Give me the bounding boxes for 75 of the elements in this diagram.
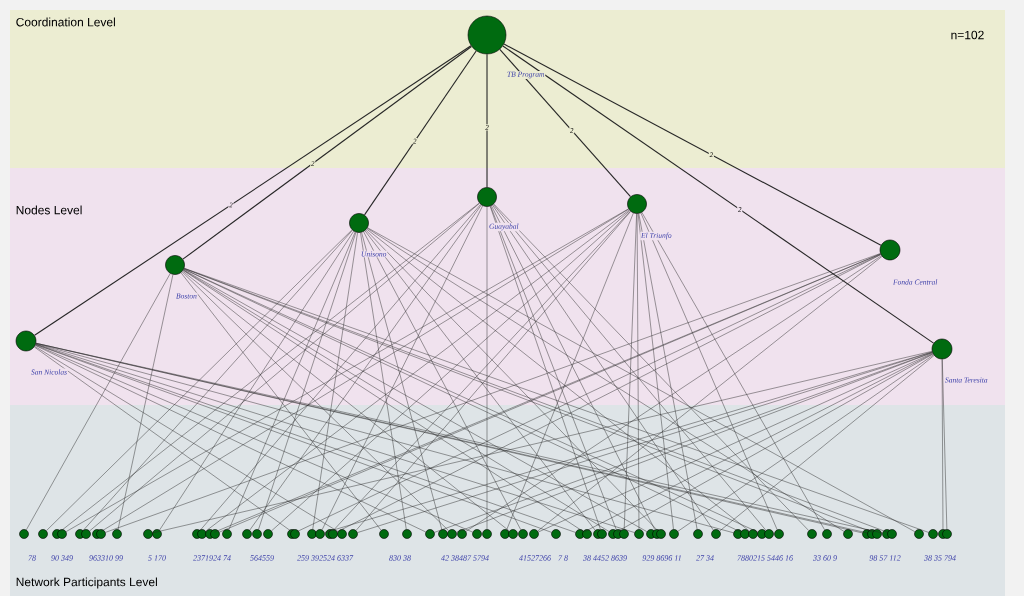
connector-line (492, 204, 714, 531)
circle-node (349, 213, 369, 233)
connector-line (640, 212, 778, 530)
count-label: n=102 (951, 30, 984, 40)
circle-node (467, 15, 507, 55)
connector-line (499, 48, 632, 198)
connector-line (180, 272, 382, 531)
participant-numbers: 7 8 (558, 555, 568, 561)
participant-numbers: 5 170 (148, 555, 166, 561)
participant-numbers: 98 57 112 (869, 555, 901, 561)
connector-line (641, 212, 825, 531)
circle-node (165, 255, 185, 275)
participant-numbers: 963310 99 (89, 555, 123, 561)
circle-node (931, 338, 953, 360)
participant-numbers: 7880215 5446 16 (737, 555, 793, 561)
connector-line (366, 228, 750, 532)
connector-line (491, 205, 656, 530)
level-label: Network Participants Level (16, 577, 157, 589)
connector-line (199, 204, 481, 531)
connector-line (364, 230, 596, 531)
connector-line (486, 53, 488, 188)
connector-line (117, 274, 174, 530)
connector-line (34, 346, 339, 532)
connector-line (152, 351, 933, 534)
participant-numbers: 90 349 (51, 555, 73, 561)
participant-numbers: 38 35 794 (924, 555, 956, 561)
participant-numbers: 929 8696 11 (642, 555, 681, 561)
participant-numbers: 564559 (250, 555, 274, 561)
connector-line (942, 359, 948, 530)
participant-numbers: 27 34 (696, 555, 714, 561)
connector-line (360, 232, 407, 530)
participant-numbers: 259 392524 6337 (297, 555, 354, 561)
connector-line (677, 354, 934, 532)
connector-line (486, 206, 488, 530)
circle-node (15, 330, 37, 352)
connector-line (271, 210, 630, 531)
connector-line (638, 213, 698, 530)
connector-line (636, 213, 640, 530)
participant-numbers: 78 (28, 555, 36, 561)
participant-numbers: 41527266 (519, 555, 551, 561)
connector-line (312, 232, 358, 530)
participant-numbers: 2371924 74 (193, 555, 231, 561)
connector-line (249, 204, 482, 531)
circle-node (477, 187, 497, 207)
connector-line (465, 255, 882, 532)
connector-line (363, 50, 477, 216)
connector-line (537, 256, 883, 532)
connector-line (363, 231, 521, 530)
connector-line (159, 231, 354, 531)
connector-line (502, 45, 935, 344)
circle-node (879, 239, 901, 261)
level-label: Nodes Level (16, 205, 82, 215)
connector-line (941, 359, 944, 530)
connector-line (205, 209, 630, 532)
participant-numbers: 42 38487 5794 (441, 555, 489, 561)
connector-line (258, 232, 357, 530)
connector-line (26, 273, 171, 531)
participant-numbers: 830 38 (389, 555, 411, 561)
connector-line (182, 45, 473, 260)
connector-line (228, 231, 356, 530)
connector-line (637, 213, 674, 530)
connector-line (506, 212, 634, 530)
level-label: Coordination Level (16, 17, 115, 27)
connector-line (321, 205, 483, 530)
connector-line (34, 346, 292, 532)
circle-node (627, 194, 647, 214)
connector-line (503, 43, 882, 246)
connector-line (34, 45, 472, 336)
participant-numbers: 33 60 9 (813, 555, 837, 561)
participant-numbers: 38 4452 8639 (583, 555, 627, 561)
connector-line (361, 232, 442, 530)
connector-line (365, 229, 658, 531)
connector-line (182, 270, 510, 532)
connector-line (181, 271, 449, 531)
connector-line (719, 355, 935, 532)
